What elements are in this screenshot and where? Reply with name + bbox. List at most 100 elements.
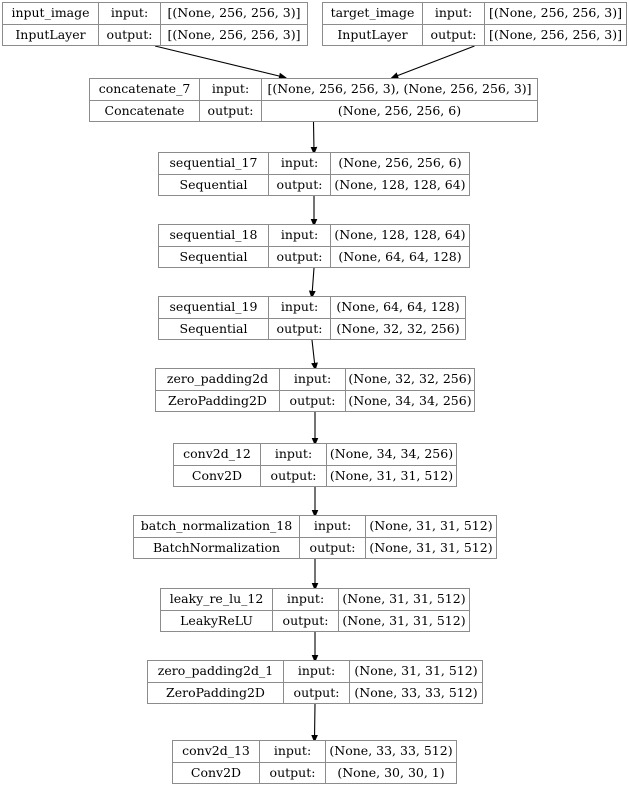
output-shape: (None, 31, 31, 512) <box>329 467 454 483</box>
input-label: input: <box>280 369 346 390</box>
layer-class: Concatenate <box>90 100 200 121</box>
input-shape: (None, 128, 128, 64) <box>334 227 466 242</box>
input-shape: (None, 33, 33, 512) <box>329 743 453 758</box>
output-label: output: <box>269 246 331 267</box>
edge-zero_padding2d_1-to-conv2d_13 <box>311 703 318 743</box>
edge-sequential_18-to-sequential_19 <box>308 267 316 299</box>
output-shape: (None, 34, 34, 256) <box>348 392 472 408</box>
layer-class: Conv2D <box>174 465 261 486</box>
output-shape: (None, 31, 31, 512) <box>342 612 466 628</box>
layer-class: ZeroPadding2D <box>148 682 284 703</box>
input-shape: [(None, 256, 256, 3), (None, 256, 256, 3… <box>267 81 532 96</box>
layer-class: InputLayer <box>323 24 423 45</box>
edge-input_image-to-concatenate_7 <box>154 45 287 80</box>
input-label: input: <box>99 3 161 24</box>
layer-name: leaky_re_lu_12 <box>161 589 273 610</box>
output-shape: (None, 64, 64, 128) <box>338 248 462 264</box>
layer-name: conv2d_12 <box>174 444 261 465</box>
output-shape: (None, 128, 128, 64) <box>334 176 466 192</box>
input-shape: (None, 31, 31, 512) <box>354 663 478 678</box>
output-shape: [(None, 256, 256, 3)] <box>489 26 622 42</box>
output-shape: (None, 256, 256, 6) <box>337 102 462 118</box>
input-label: input: <box>269 297 331 318</box>
input-label: input: <box>423 3 485 24</box>
input-shape: (None, 31, 31, 512) <box>369 518 493 533</box>
layer-name: sequential_17 <box>159 153 269 174</box>
edge-concatenate_7-to-sequential_17 <box>310 121 318 155</box>
layer-class: BatchNormalization <box>134 537 300 558</box>
layer-name: batch_normalization_18 <box>134 516 300 537</box>
layer-class: Conv2D <box>173 762 260 783</box>
output-label: output: <box>261 465 327 486</box>
input-label: input: <box>200 79 262 100</box>
output-shape: (None, 31, 31, 512) <box>369 539 493 555</box>
input-shape: (None, 64, 64, 128) <box>336 299 460 314</box>
layer-class: LeakyReLU <box>161 610 273 631</box>
input-shape: [(None, 256, 256, 3)] <box>489 5 622 20</box>
output-label: output: <box>200 100 262 121</box>
layer-class: Sequential <box>159 318 269 339</box>
output-label: output: <box>269 174 331 195</box>
input-label: input: <box>261 444 327 465</box>
output-label: output: <box>260 762 326 783</box>
output-shape: (None, 30, 30, 1) <box>337 764 445 780</box>
output-label: output: <box>284 682 350 703</box>
output-label: output: <box>280 390 346 411</box>
output-label: output: <box>300 537 366 558</box>
layer-name: target_image <box>323 3 423 24</box>
output-label: output: <box>269 318 331 339</box>
input-shape: (None, 256, 256, 6) <box>338 155 462 170</box>
edge-sequential_19-to-zero_padding2d <box>311 339 318 371</box>
input-label: input: <box>284 661 350 682</box>
output-shape: [(None, 256, 256, 3)] <box>167 26 301 42</box>
layer-name: conv2d_13 <box>173 741 260 762</box>
input-label: input: <box>300 516 366 537</box>
layer-name: zero_padding2d <box>156 369 280 390</box>
output-shape: (None, 32, 32, 256) <box>336 320 460 336</box>
layer-name: zero_padding2d_1 <box>148 661 284 682</box>
edge-target_image-to-concatenate_7 <box>390 45 475 79</box>
input-shape: (None, 32, 32, 256) <box>348 371 472 386</box>
layer-name: sequential_18 <box>159 225 269 246</box>
layer-class: Sequential <box>159 246 269 267</box>
input-label: input: <box>273 589 339 610</box>
input-shape: (None, 31, 31, 512) <box>342 591 466 606</box>
layer-class: ZeroPadding2D <box>156 390 280 411</box>
input-shape: (None, 34, 34, 256) <box>329 446 454 461</box>
